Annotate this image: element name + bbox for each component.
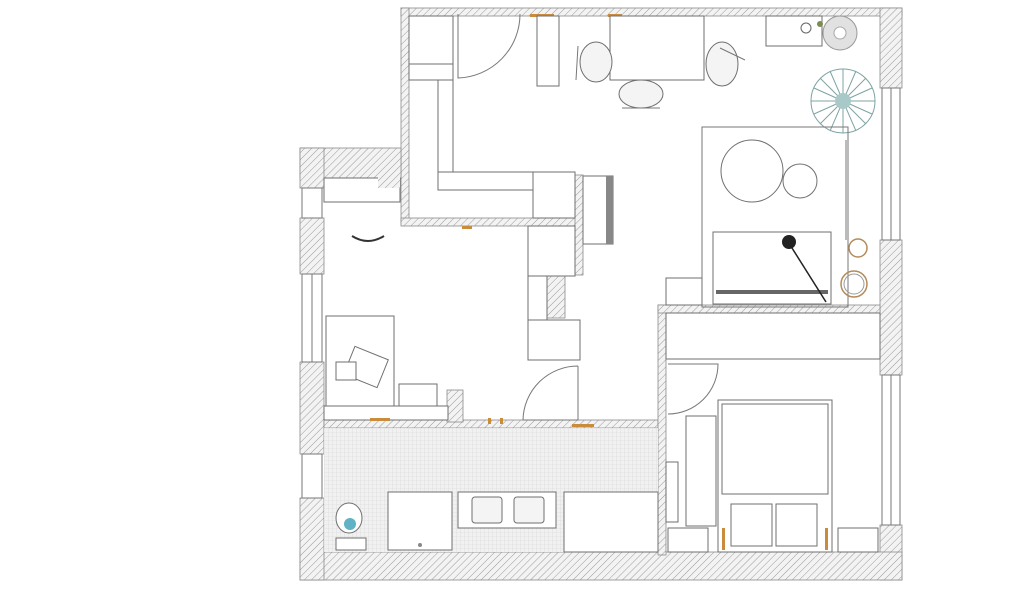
kitchen-end-cabinet	[532, 171, 576, 219]
stool-small-icon	[848, 238, 868, 258]
dining-chair-bottom	[618, 79, 664, 109]
windows	[301, 87, 901, 526]
kitchen-tall-unit	[536, 15, 560, 87]
dining	[575, 15, 746, 109]
fixture-accents	[488, 418, 594, 427]
study-door-swing	[522, 365, 579, 421]
walls	[299, 7, 903, 581]
dining-chair-left	[579, 41, 613, 83]
wall-stub	[446, 389, 464, 423]
wall-bedroom-west	[657, 304, 667, 556]
entry-door-swing	[457, 13, 521, 79]
ceiling-lamp-icon	[351, 235, 385, 242]
bathtub	[563, 491, 659, 553]
window-west-c	[301, 453, 323, 499]
bed-blanket	[721, 403, 829, 495]
sink-right	[513, 496, 545, 524]
nightstand-right	[837, 527, 879, 553]
shower-tray	[387, 491, 453, 551]
sink-left	[471, 496, 503, 524]
bedroom-dresser	[685, 415, 717, 527]
stool-large-icon	[840, 270, 868, 298]
storage-mid	[527, 275, 548, 321]
storage-upper	[527, 225, 576, 277]
wall-east-top	[879, 7, 903, 89]
entry-cabinet	[408, 15, 454, 65]
pillow-left	[730, 503, 773, 547]
toilet-seat-icon	[344, 518, 356, 530]
toilet-tank	[335, 537, 367, 551]
coffee-table-large	[720, 139, 784, 203]
study-bench	[323, 405, 449, 421]
study	[323, 174, 581, 421]
bathroom	[324, 428, 659, 553]
wall-south	[299, 551, 903, 581]
wall-west-a	[299, 217, 325, 275]
potted-plant-icon	[810, 68, 876, 134]
bedroom-door-swing	[667, 363, 719, 415]
wall-east-mid	[879, 239, 903, 376]
living	[665, 68, 876, 308]
window-west-a	[301, 187, 323, 219]
cabinet-low	[398, 383, 438, 409]
nightstand-left	[667, 527, 709, 553]
stove	[765, 15, 823, 47]
hall-bench	[437, 171, 534, 191]
wall-entry-south	[400, 217, 582, 227]
entry	[408, 13, 622, 245]
coffee-table-small	[782, 163, 818, 199]
wall-west-top	[299, 147, 325, 189]
wall-pillar	[546, 275, 566, 319]
bedroom-wardrobe	[665, 312, 881, 360]
wall-west-c	[299, 497, 325, 581]
wall-west-b	[299, 361, 325, 455]
side-table	[665, 277, 703, 306]
kitchen	[765, 15, 858, 51]
rug	[701, 126, 849, 308]
wall-entry-west	[400, 7, 410, 224]
entry-shelf	[408, 63, 454, 81]
floor-lamp-icon	[782, 235, 796, 249]
dining-table	[609, 15, 705, 81]
wall-bedroom-north	[657, 304, 881, 314]
wall-kitchen-partition	[574, 174, 584, 276]
bedroom	[665, 312, 881, 553]
bedroom-radiator	[665, 461, 679, 523]
pillow-right	[775, 503, 818, 547]
storage-lower	[527, 319, 581, 361]
hall-wardrobe	[437, 79, 454, 177]
wall-north	[400, 7, 903, 17]
